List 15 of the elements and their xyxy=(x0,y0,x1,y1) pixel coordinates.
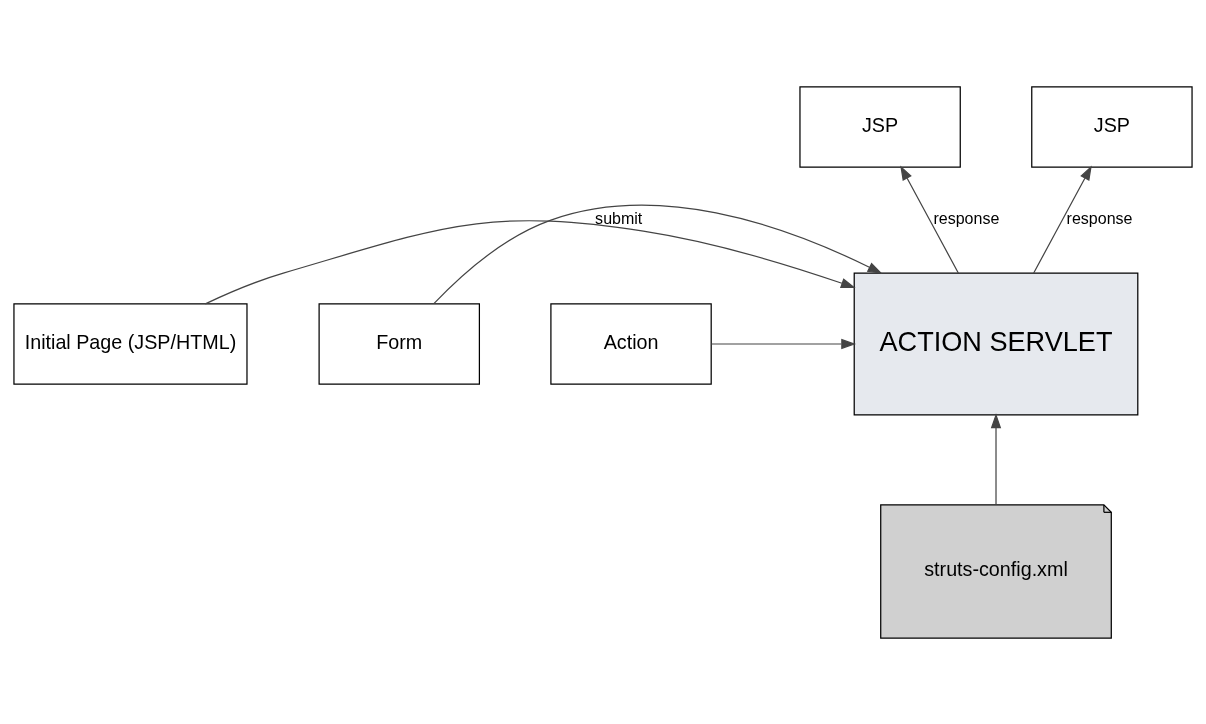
node-box: JSP xyxy=(799,85,961,168)
node-box: Action xyxy=(550,302,712,385)
node-box: JSP xyxy=(1031,85,1193,168)
arrow xyxy=(990,412,1002,505)
edge-label: submit xyxy=(595,208,643,227)
arrow xyxy=(433,204,883,304)
edge-label: response xyxy=(933,208,1000,227)
node-box: ACTION SERVLET xyxy=(853,272,1139,415)
arrow xyxy=(900,164,959,274)
node-box: Initial Page (JSP/HTML) xyxy=(13,302,248,385)
node-box: Form xyxy=(318,302,480,385)
arrow xyxy=(1033,164,1092,274)
arrow xyxy=(710,338,857,349)
edge-label: response xyxy=(1066,208,1133,227)
arrow xyxy=(204,219,856,304)
